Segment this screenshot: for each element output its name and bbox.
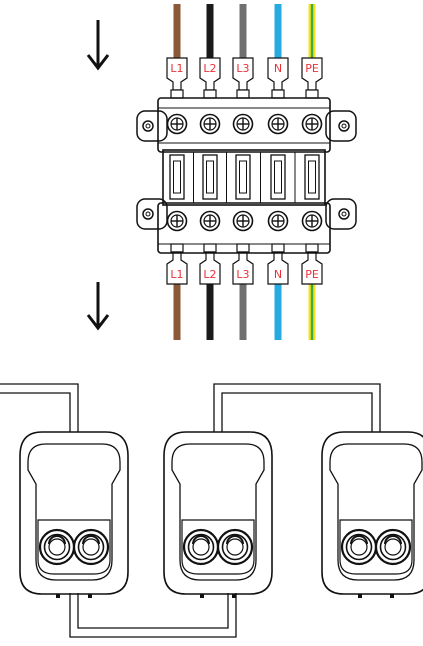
chain-cables bbox=[0, 383, 381, 638]
wire-lug: PE bbox=[301, 57, 323, 99]
feed-cable bbox=[0, 392, 71, 432]
terminal-screw bbox=[232, 113, 254, 135]
wire-lug: L1 bbox=[166, 243, 188, 285]
link-cable-bottom bbox=[69, 593, 237, 638]
terminal-screw bbox=[267, 113, 289, 135]
link-cable-top bbox=[221, 392, 373, 432]
wire-lug: L3 bbox=[232, 243, 254, 285]
link-cable-top bbox=[213, 383, 381, 432]
wire-lug: N bbox=[267, 57, 289, 99]
wire-label: N bbox=[274, 268, 282, 281]
bottom-wire-group: L1 L2 L3 N PE bbox=[166, 243, 323, 340]
terminal-screw bbox=[232, 210, 254, 232]
charger-right bbox=[321, 431, 423, 598]
wire-l3: L3 bbox=[232, 4, 254, 99]
wire-label: N bbox=[274, 62, 282, 75]
socket-icon bbox=[340, 528, 378, 566]
wire-l2: L2 bbox=[199, 243, 221, 340]
wire-lug: N bbox=[267, 243, 289, 285]
mounting-ear-lower bbox=[136, 198, 357, 230]
socket-icon bbox=[182, 528, 220, 566]
terminal-screw bbox=[267, 210, 289, 232]
wire-label: L2 bbox=[203, 268, 216, 281]
socket-icon bbox=[216, 528, 254, 566]
terminal-screw bbox=[166, 113, 188, 135]
wire-l3: L3 bbox=[232, 243, 254, 340]
wire-pe: PE bbox=[301, 243, 323, 340]
charger-group bbox=[19, 431, 423, 598]
terminal-screws bbox=[166, 113, 323, 232]
terminal-screw bbox=[301, 210, 323, 232]
terminal-screw bbox=[199, 113, 221, 135]
arrow-down-icon bbox=[86, 20, 110, 71]
socket-icon bbox=[72, 528, 110, 566]
wire-label: L3 bbox=[236, 62, 249, 75]
wire-lug: PE bbox=[301, 243, 323, 285]
wire-n: N bbox=[267, 4, 289, 99]
wire-pe: PE bbox=[301, 4, 323, 99]
wire-lug: L1 bbox=[166, 57, 188, 99]
terminal-screw bbox=[301, 113, 323, 135]
wire-lug: L2 bbox=[199, 57, 221, 99]
wire-label: L1 bbox=[170, 268, 183, 281]
socket-icon bbox=[38, 528, 76, 566]
top-wire-group: L1 L2 L3 N PE bbox=[166, 4, 323, 99]
wire-label: L1 bbox=[170, 62, 183, 75]
wire-lug: L3 bbox=[232, 57, 254, 99]
feed-cable bbox=[0, 383, 79, 432]
arrow-down-icon bbox=[86, 282, 110, 331]
wire-label: L2 bbox=[203, 62, 216, 75]
terminal-slots bbox=[169, 152, 320, 203]
terminal-screw bbox=[166, 210, 188, 232]
wire-lug: L2 bbox=[199, 243, 221, 285]
terminal-block bbox=[136, 97, 357, 254]
link-cable-bottom bbox=[77, 593, 229, 629]
charger-left bbox=[19, 431, 129, 598]
wire-label: L3 bbox=[236, 268, 249, 281]
charger-middle bbox=[163, 431, 273, 598]
wire-label: PE bbox=[305, 268, 319, 281]
wire-label: PE bbox=[305, 62, 319, 75]
wire-l2: L2 bbox=[199, 4, 221, 99]
terminal-screw bbox=[199, 210, 221, 232]
socket-icon bbox=[374, 528, 412, 566]
wire-l1: L1 bbox=[166, 243, 188, 340]
wire-n: N bbox=[267, 243, 289, 340]
wire-l1: L1 bbox=[166, 4, 188, 99]
